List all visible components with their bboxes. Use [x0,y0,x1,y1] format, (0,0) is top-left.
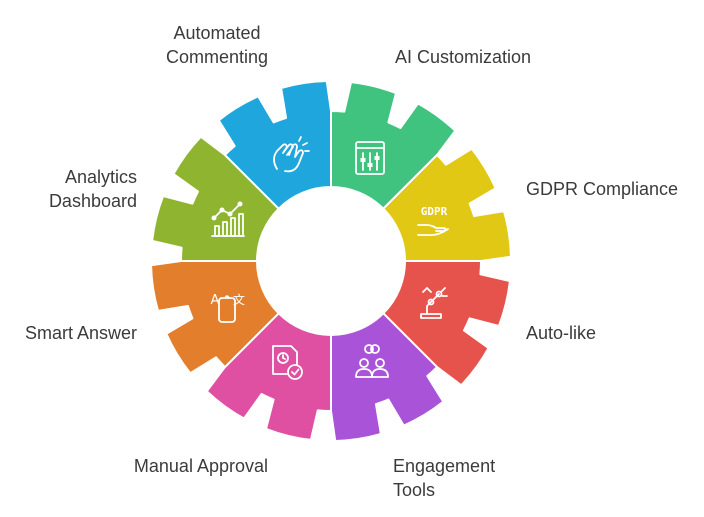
people-link-icon [355,344,389,378]
clapping-hands-icon [273,136,310,173]
smart-answer-icon-text-a: A [211,293,220,308]
phone-translate-icon: A 文 [211,292,245,323]
label-auto-like: Auto-like [526,323,597,343]
gear-hub [257,187,405,335]
gear-segments [150,80,512,442]
label-ai-customization: AI Customization [395,47,532,67]
bar-chart-icon [211,201,245,237]
smart-answer-icon-text-b: 文 [233,292,245,307]
robot-arm-icon [420,287,448,319]
label-engagement-tools: Engagement Tools [393,456,496,500]
gdpr-hand-icon: GDPR [417,205,449,237]
label-gdpr-compliance: GDPR Compliance [526,179,679,199]
document-check-icon [272,345,303,380]
gear-icons: GDPR [211,136,449,380]
label-manual-approval: Manual Approval [133,456,268,476]
gdpr-icon-text: GDPR [421,205,448,218]
sliders-icon [355,141,385,175]
label-analytics-dashboard: Analytics Dashboard [48,167,137,211]
label-automated-commenting: Automated Commenting [165,23,268,67]
label-smart-answer: Smart Answer [24,323,137,343]
